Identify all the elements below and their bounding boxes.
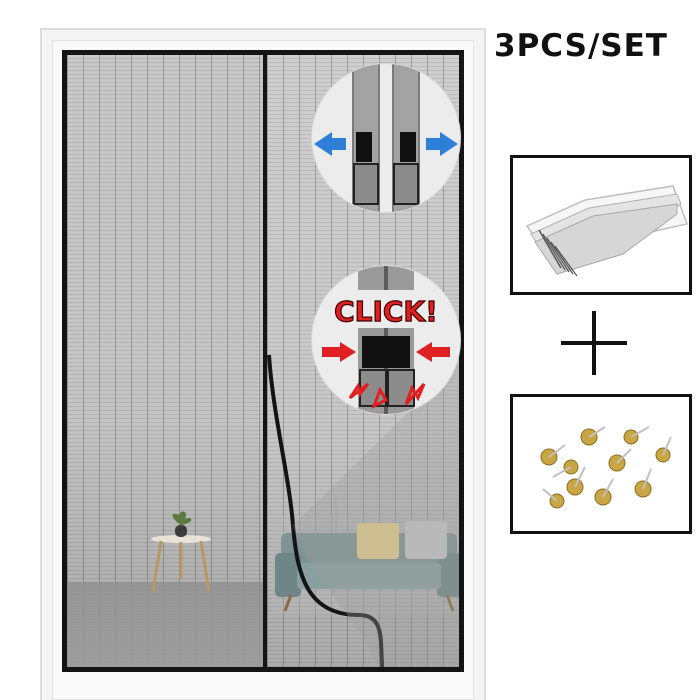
center-seam (263, 55, 267, 667)
arrow-left-icon (416, 342, 450, 362)
arrow-left-icon (314, 132, 346, 156)
thumbtack-pins-icon (540, 426, 672, 509)
magnet-open-illustration (314, 64, 458, 212)
accessory-strips-box (510, 155, 692, 295)
spark-icon (348, 382, 370, 400)
plus-icon (561, 311, 627, 375)
magnet-open-callout (312, 64, 460, 212)
click-label: CLICK! (334, 295, 438, 328)
floor-reflection (67, 582, 263, 667)
door-curtain-edge (267, 354, 459, 667)
magnet-click-callout: CLICK! (312, 266, 460, 414)
product-set-title: 3PCS/SET (494, 28, 668, 64)
screen-panel-left (67, 55, 263, 667)
spark-icon (404, 382, 426, 406)
arrow-right-icon (426, 132, 458, 156)
arrow-right-icon (322, 342, 356, 362)
side-table-icon (151, 511, 211, 592)
magnet-click-illustration: CLICK! (320, 266, 452, 414)
sofa-icon (271, 495, 459, 615)
spark-icon (371, 386, 389, 410)
accessory-pins-box (510, 394, 692, 534)
adhesive-strips-icon (525, 185, 689, 277)
